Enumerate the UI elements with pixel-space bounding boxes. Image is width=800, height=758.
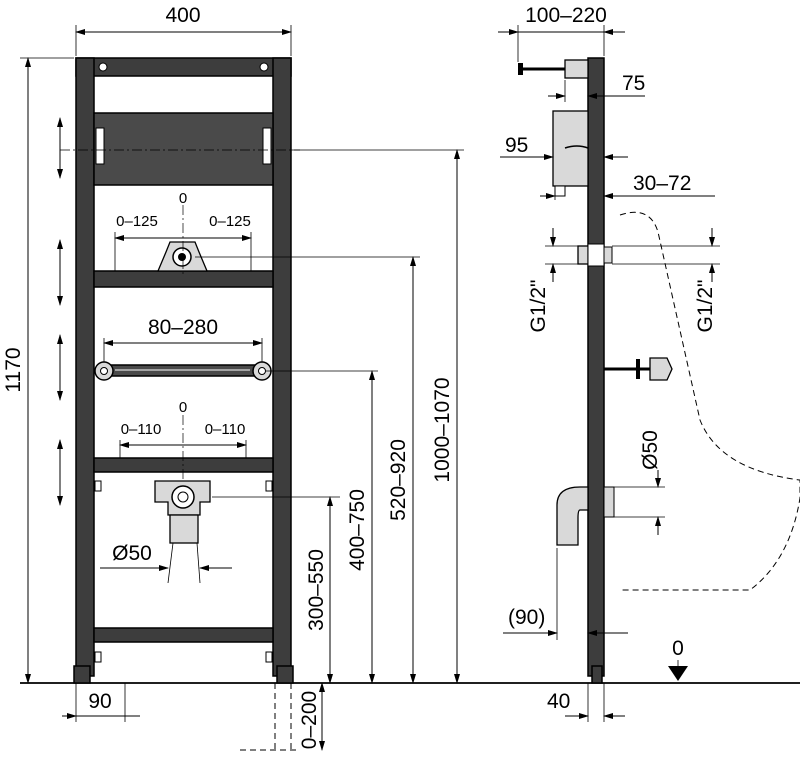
side-view: 100–220 75 95 30–72 G1/2" G1/2" Ø50 (90)… (498, 4, 800, 722)
left-post (75, 57, 95, 677)
cistern-bracket (552, 110, 589, 187)
thread-left-label: G1/2" (527, 280, 550, 333)
side-post (587, 57, 605, 677)
zero-bottom-label: 0 (179, 399, 187, 416)
drain-diameter-label: Ø50 (112, 542, 152, 565)
mount-hole (98, 62, 108, 72)
upper-cross-rail (93, 270, 274, 288)
bottom-cross-rail (93, 627, 274, 643)
height-1000-1070-label: 1000–1070 (431, 377, 454, 482)
front-view: 400 1170 0 0–125 0–125 80–280 0 0–110 0–… (2, 4, 800, 751)
zero-top-label: 0 (179, 190, 187, 207)
range-bottom-left-label: 0–110 (121, 421, 162, 438)
bolt-nut (649, 357, 673, 381)
d95-label: 95 (505, 134, 528, 157)
height-400-750-label: 400–750 (346, 489, 369, 571)
side-drain-diameter-label: Ø50 (639, 430, 662, 470)
lower-cross-rail (93, 457, 274, 473)
side-foot (591, 665, 603, 684)
foot-width-label: 90 (88, 690, 111, 713)
range-top-right-label: 0–125 (209, 213, 251, 230)
bracket-span-label: 80–280 (148, 316, 218, 339)
d75-label: 75 (622, 72, 645, 95)
height-520-920-label: 520–920 (387, 439, 410, 521)
range-top-left-label: 0–125 (116, 213, 158, 230)
floor-zero-label: 0 (672, 637, 684, 660)
left-foot (73, 665, 91, 684)
total-height-label: 1170 (2, 347, 25, 392)
floor-zero-marker (668, 666, 688, 681)
plate-slot (95, 127, 105, 165)
d90-label: (90) (508, 606, 545, 629)
top-bracket (564, 59, 589, 79)
inlet-valve (577, 245, 589, 265)
urinal-outline (619, 211, 800, 591)
range-bottom-right-label: 0–110 (205, 421, 246, 438)
floor-adjust-label: 0–200 (298, 691, 321, 749)
height-300-550-label: 300–550 (305, 549, 328, 631)
top-rail (75, 57, 292, 77)
cistern-plate (93, 112, 274, 186)
thread-right-label: G1/2" (694, 280, 717, 333)
drain-elbow (556, 486, 589, 546)
plate-slot (262, 127, 272, 165)
mount-hole (259, 62, 269, 72)
right-foot (276, 665, 294, 684)
d30-72-label: 30–72 (633, 172, 691, 195)
width-label: 400 (165, 4, 200, 27)
depth-range-label: 100–220 (525, 4, 607, 27)
foot-depth-label: 40 (547, 690, 570, 713)
right-post (272, 57, 292, 677)
